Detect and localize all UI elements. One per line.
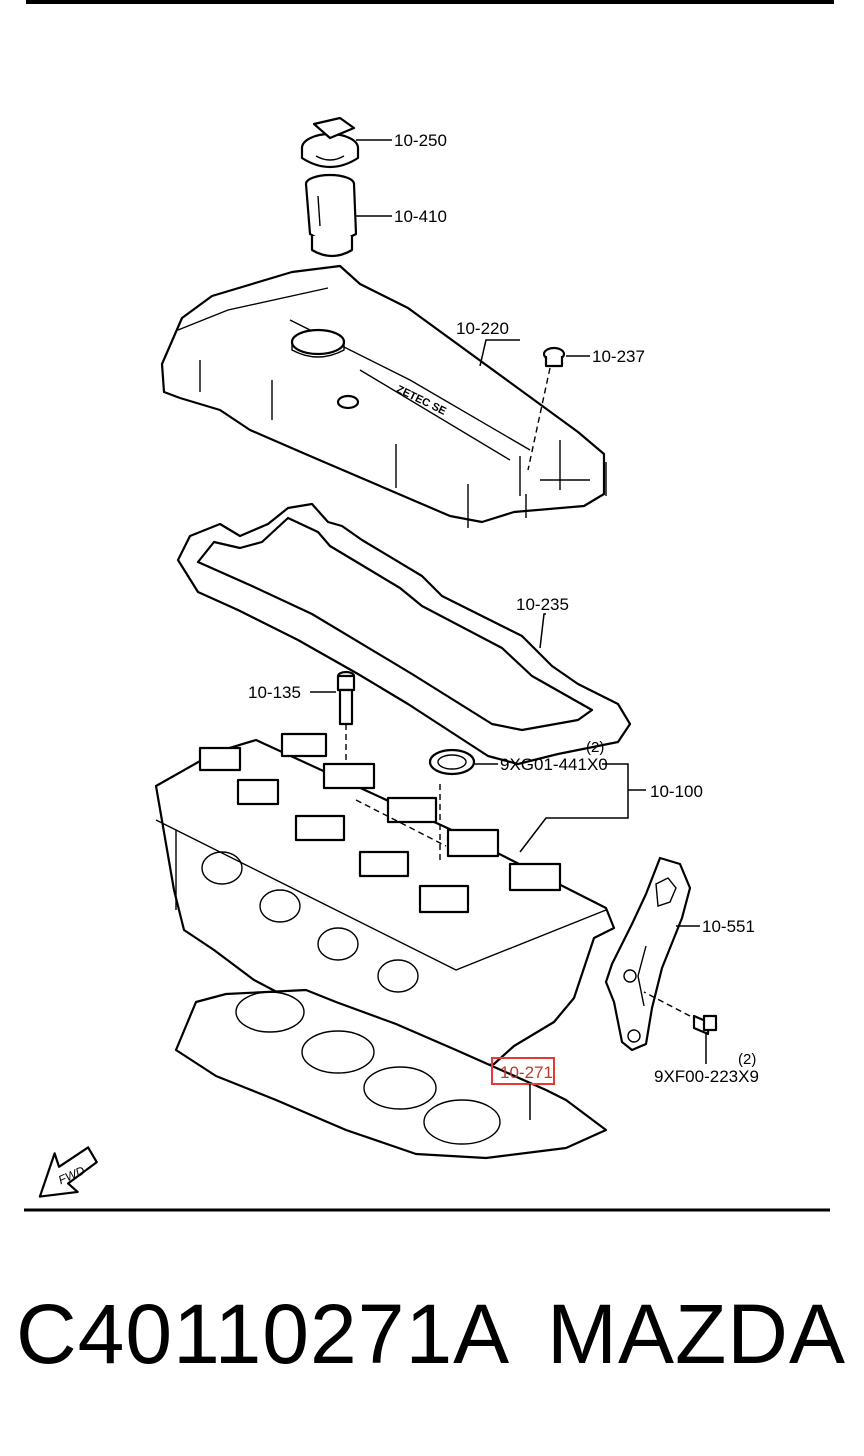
- oil-filler-neck: [304, 173, 358, 258]
- head-gasket: [174, 988, 608, 1160]
- leader-head-cover: [479, 339, 520, 367]
- oil-filler-cap: [300, 116, 360, 169]
- label-head-cover: 10-220: [456, 319, 509, 338]
- label-filler-neck: 10-410: [394, 207, 447, 226]
- cylinder-head-cover: ZETEC SE: [160, 264, 607, 528]
- label-bracket: 10-551: [702, 917, 755, 936]
- leader-cover-gasket: [539, 613, 546, 649]
- part-number: C40110271A: [16, 1287, 511, 1381]
- cover-gasket: [176, 502, 632, 766]
- bracket: [604, 856, 692, 1052]
- cover-bolt: [542, 346, 566, 368]
- label-oil-cap: 10-250: [394, 131, 447, 150]
- cover-bolt-guide: [527, 367, 551, 471]
- label-bracket-bolt: 9XF00-223X9: [654, 1067, 759, 1086]
- label-seal-qty: (2): [586, 739, 604, 756]
- brand-name: MAZDA: [547, 1287, 846, 1381]
- head-bolt: [336, 670, 356, 726]
- label-cover-gasket: 10-235: [516, 595, 569, 614]
- highlight-box: [491, 1057, 555, 1085]
- label-cylinder-head: 10-100: [650, 782, 703, 801]
- fwd-arrow-icon: FWD: [38, 1146, 98, 1198]
- label-cover-bolt: 10-237: [592, 347, 645, 366]
- bracket-bolt-guide: [643, 991, 691, 1017]
- leader-cylinder-head-a: [519, 763, 629, 853]
- seal: [428, 748, 476, 776]
- label-head-gasket: 10-271: [500, 1063, 553, 1082]
- label-seal: 9XG01-441X0: [500, 755, 608, 774]
- label-head-bolt: 10-135: [248, 683, 301, 702]
- bracket-bolt: [692, 1014, 718, 1036]
- cylinder-head: [154, 732, 616, 1078]
- cam-caps: [198, 732, 562, 914]
- label-bracket-bolt-qty: (2): [738, 1051, 756, 1068]
